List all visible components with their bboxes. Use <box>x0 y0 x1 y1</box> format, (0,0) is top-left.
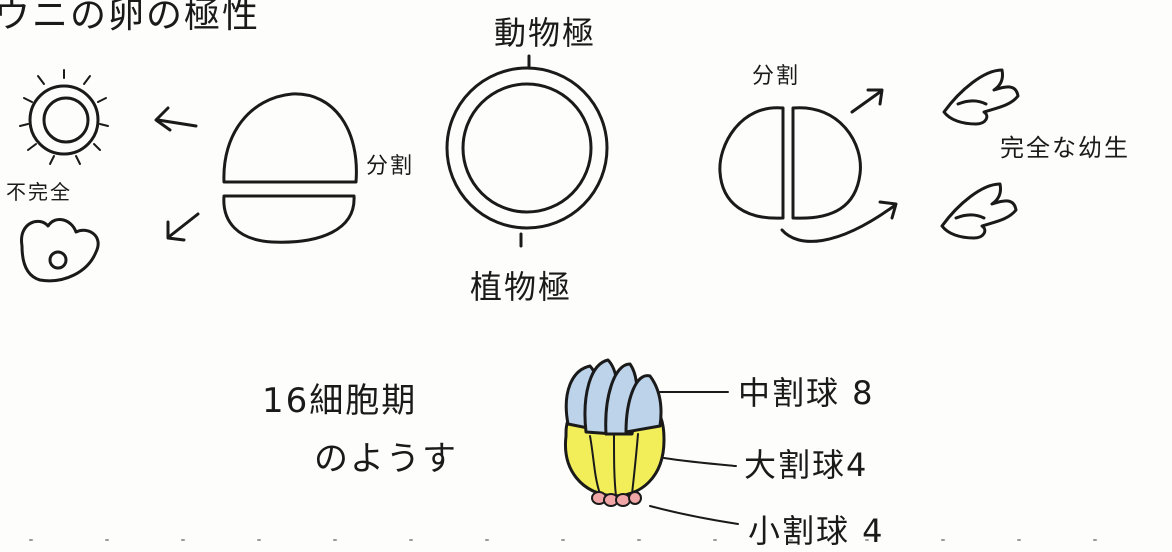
left-half-cell <box>718 106 785 220</box>
complete-larva-label: 完全な幼生 <box>1000 134 1130 162</box>
irregular-lump <box>20 217 100 283</box>
egg <box>445 54 609 248</box>
division-label-left: 分割 <box>366 154 415 179</box>
leader-line-micromere <box>649 505 739 525</box>
stage-label-line1: 16細胞期 <box>262 381 418 421</box>
arrow-to-lower-larva <box>780 200 898 243</box>
arrow-to-upper-larva <box>850 88 884 114</box>
animal-pole-label: 動物極 <box>494 14 597 52</box>
stage-label-line2: のようす <box>314 439 458 479</box>
leader-line-macromere <box>663 457 737 467</box>
sixteen-cell-embryo <box>564 358 666 507</box>
stage-label: 16細胞期 のようす <box>262 372 458 488</box>
pluteus-larva-upper <box>942 68 1020 126</box>
vegetal-pole-label: 植物極 <box>470 268 573 306</box>
arrow-to-vegetal-half <box>166 212 200 242</box>
micromere-label: 小割球 4 <box>748 512 885 550</box>
mesomere-label: 中割球 8 <box>738 374 875 412</box>
upper-half-cell <box>222 92 358 184</box>
mesomere-tier <box>564 358 663 436</box>
micromere-tier <box>591 491 642 507</box>
egg-inner <box>461 82 593 214</box>
division-label-right: 分割 <box>752 64 801 89</box>
macromere-label: 大割球4 <box>744 446 869 484</box>
right-half-cell <box>791 106 862 220</box>
incomplete-label: 不完全 <box>6 180 72 204</box>
page-title: ウニの卵の極性 <box>0 0 261 36</box>
pluteus-larva-lower <box>940 182 1018 240</box>
egg-outer <box>445 66 609 230</box>
lower-half-cell <box>222 194 356 244</box>
horizontal-division <box>222 92 358 244</box>
vertical-division <box>718 106 862 220</box>
ciliated-ball <box>19 69 109 165</box>
arrow-to-animal-half <box>154 106 198 132</box>
